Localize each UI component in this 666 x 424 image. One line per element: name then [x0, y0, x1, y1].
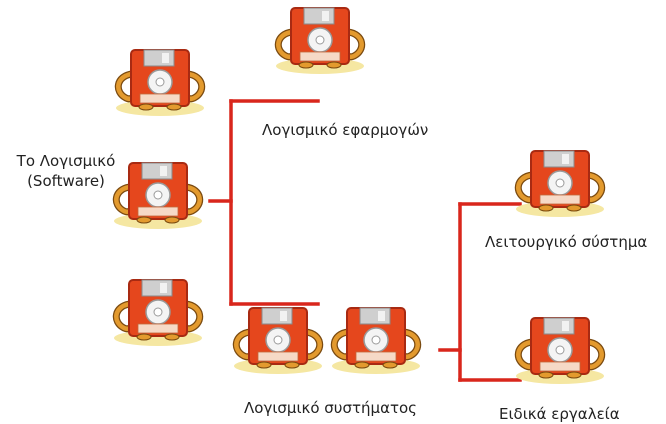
floppy-disk-mascot-icon [234, 308, 322, 374]
floppy-disk-mascot-icon [332, 308, 420, 374]
floppy-disk-mascot-icon [114, 280, 202, 346]
application-software-label: Λογισμικό εφαρμογών [262, 121, 429, 139]
floppy-disk-mascot-icon [114, 163, 202, 229]
connector-lines [208, 99, 522, 382]
root-label-line2: (Software) [27, 172, 105, 190]
system-software-label: Λογισμικό συστήματος [244, 399, 417, 417]
special-tools-label: Ειδικά εργαλεία [499, 405, 620, 423]
floppy-disk-mascot-icon [516, 151, 604, 217]
root-label-line1: Το Λογισμικό [16, 152, 116, 170]
floppy-disk-mascot-icon [276, 8, 364, 74]
operating-system-label: Λειτουργικό σύστημα [485, 233, 648, 251]
root-label: Το Λογισμικό (Software) [6, 151, 126, 191]
floppy-disk-mascot-icon [516, 318, 604, 384]
floppy-disk-mascot-icon [116, 50, 204, 116]
